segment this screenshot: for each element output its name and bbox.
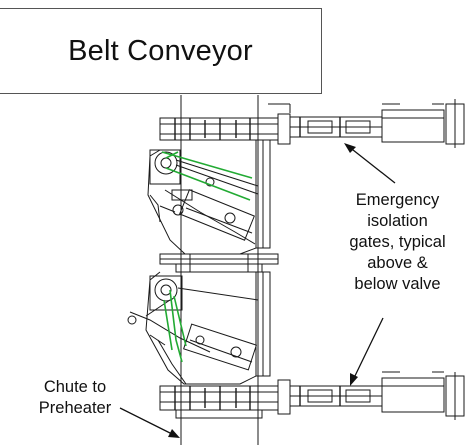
gates-annotation-line: isolation [367,212,428,230]
arrow-chute [119,407,177,437]
arrowhead-chute [168,429,180,438]
title-box: Belt Conveyor [0,8,322,94]
upper-valve-body [147,139,271,255]
lower-gate-assembly [159,371,465,420]
gates-annotation: Emergency isolation gates, typical above… [330,190,465,295]
gates-annotation-line: Emergency [355,191,440,209]
arrowhead-lower [350,373,358,386]
green-linkage [161,151,253,363]
chute-annotation-line: Preheater [38,399,112,417]
upper-gate-assembly [159,99,465,148]
lower-valve-body [127,271,271,385]
arrow-lower-gate [352,317,384,381]
middle-flange [159,253,279,273]
chute-annotation-line: Chute to [43,378,107,396]
gates-annotation-line: below valve [354,275,441,293]
gates-annotation-line: above & [367,254,428,272]
arrowhead-upper [344,143,356,153]
chute-annotation: Chute to Preheater [20,377,130,419]
diagram-title: Belt Conveyor [68,34,253,67]
arrow-upper-gate [347,145,396,184]
gates-annotation-line: gates, typical [349,233,446,251]
